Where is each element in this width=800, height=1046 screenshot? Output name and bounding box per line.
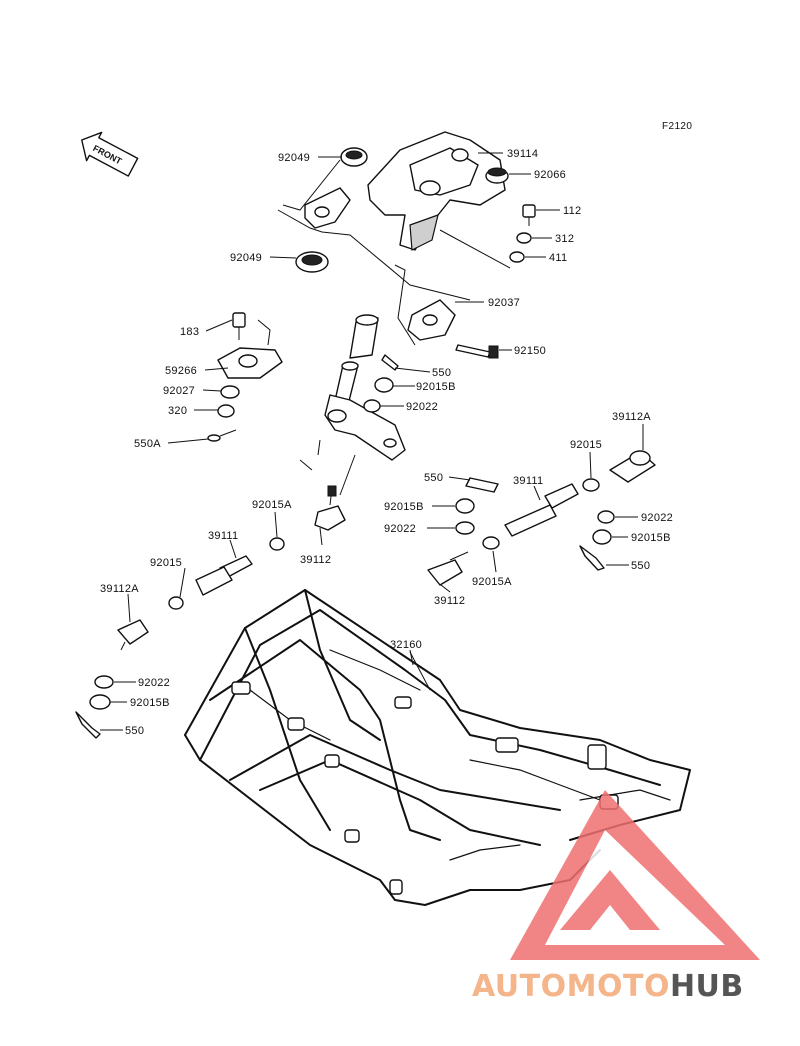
label-92066: 92066 [534,169,566,181]
front-arrow-icon: FRONT [81,131,139,177]
label-183: 183 [180,326,199,338]
bearing-holder-assembly [207,312,283,442]
right-tie-rod-assembly [427,450,656,586]
label-92049-top: 92049 [278,152,310,164]
label-92015B-right-mid: 92015B [384,501,424,513]
label-312: 312 [555,233,574,245]
label-550-left: 550 [125,725,144,737]
watermark-text-part2: HUB [670,969,744,1004]
label-32160: 32160 [390,639,422,651]
label-92015B-right: 92015B [631,532,671,544]
label-92037: 92037 [488,297,520,309]
label-92027: 92027 [163,385,195,397]
handlebar-holder-assembly [277,131,536,359]
label-39111-left: 39111 [208,530,238,542]
label-39114: 39114 [507,148,538,160]
label-92022-right: 92022 [641,512,673,524]
figure-ref: F2120 [662,121,692,132]
label-92015-left: 92015 [150,557,182,569]
label-411: 411 [549,252,567,264]
label-92015B-left: 92015B [130,697,170,709]
label-39112A-right: 39112A [612,411,651,423]
label-39111-right: 39111 [513,475,543,487]
frame-assembly [184,589,691,906]
steering-shaft-assembly [299,314,406,496]
label-92015A-right: 92015A [472,576,512,588]
label-92022-center: 92022 [406,401,438,413]
label-92015B-center: 92015B [416,381,456,393]
watermark-text-part1: AUTOMOTO [472,969,670,1004]
label-550A: 550A [134,438,161,450]
label-320: 320 [168,405,187,417]
label-92150: 92150 [514,345,546,357]
center-hardware [363,354,399,413]
label-550-right: 550 [631,560,650,572]
label-39112-right: 39112 [434,595,465,607]
label-92015A-left: 92015A [252,499,292,511]
label-59266: 59266 [165,365,197,377]
label-92049-bottom: 92049 [230,252,262,264]
label-39112A-left: 39112A [100,583,139,595]
watermark-text: AUTOMOTOHUB [472,969,744,1004]
label-112: 112 [563,205,581,217]
label-39112-left: 39112 [300,554,331,566]
part-labels: 92049 39114 92066 112 312 411 92049 9203… [100,148,673,737]
label-92022-left: 92022 [138,677,170,689]
label-550-center: 550 [432,367,451,379]
label-92022-right-mid: 92022 [384,523,416,535]
left-tie-rod-assembly [75,485,346,739]
watermark-logo [510,790,760,960]
label-92015-right: 92015 [570,439,602,451]
label-550-right-top: 550 [424,472,443,484]
